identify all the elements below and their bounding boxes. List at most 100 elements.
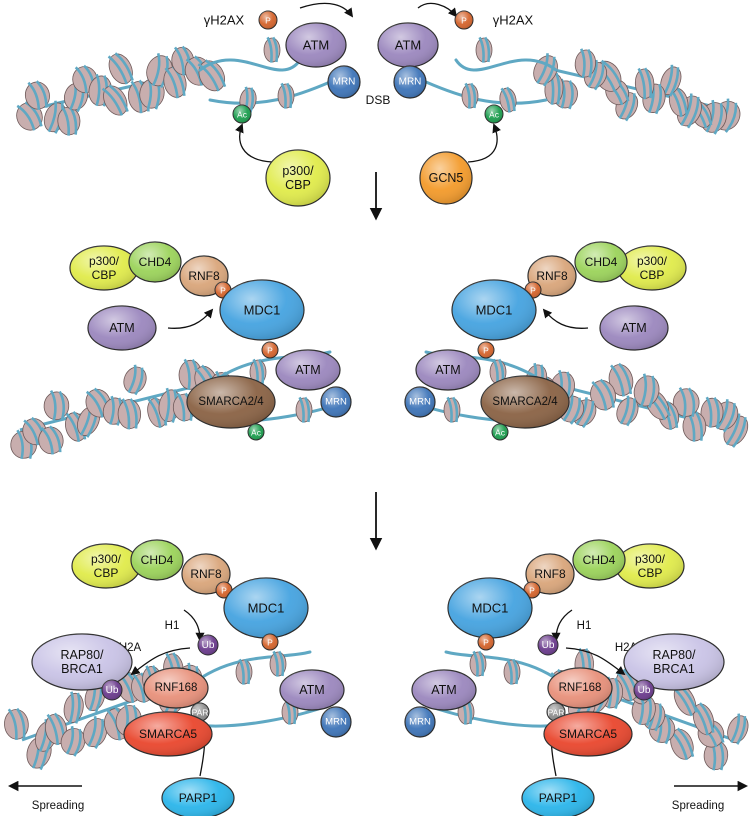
mrn-p2-right: MRN <box>404 386 436 418</box>
fiber-p1-left-nucleosome-dna-wrap <box>164 67 179 99</box>
fiber-p3-right-nucleosome <box>669 727 695 761</box>
fiber-p3-left-nucleosome-dna-wrap <box>87 715 97 747</box>
fiber-p2-right-nucleosome-dna-wrap <box>722 403 736 433</box>
fiber-p1-right-nucleosome-dna-wrap <box>724 102 738 133</box>
fiber-p1-right-nucleosome-dna-wrap <box>680 93 693 126</box>
rnf8-p2-left-label: RNF8 <box>188 269 220 283</box>
rap80-brca1-p3-left-label-2: BRCA1 <box>61 662 103 676</box>
fiber-p2-left-nucleosome-dna-wrap <box>23 419 40 446</box>
fiber-p1-left-nucleosome-dna-wrap <box>27 81 41 110</box>
loop-p1-left <box>198 58 332 105</box>
fiber-p3-right-nucleosome-dna-wrap <box>614 677 620 709</box>
acetyl-p2-left-label: Ac <box>251 428 262 438</box>
chd4-p2-left-label: CHD4 <box>139 255 172 269</box>
fiber-p1-right-nucleosome-dna-wrap <box>624 93 636 122</box>
fiber-p2-left-nucleosome-dna-wrap <box>134 367 144 396</box>
fiber-p1-right-nucleosome-dna-wrap <box>637 67 646 100</box>
fiber-p2-left-nucleosome-dna-wrap <box>147 398 162 428</box>
chd4-p3-right: CHD4 <box>572 539 626 581</box>
fiber-p3-left-nucleosome <box>63 691 84 724</box>
fiber-p1-right-nucleosome <box>634 67 655 100</box>
smarca24-p2-left: SMARCA2/4 <box>186 375 276 429</box>
nuc-p3-l1-dna-wrap <box>238 658 245 685</box>
nuc-p2-l3-dna-wrap <box>298 396 305 423</box>
mdc1-p2-right: MDC1 <box>451 279 537 341</box>
mrn-p2-right-label: MRN <box>409 397 431 408</box>
nuc-p3-r1-dna-wrap <box>506 658 513 685</box>
ub-h1-right-label: Ub <box>542 640 555 651</box>
acetyl-p2-right: Ac <box>491 423 509 441</box>
parp1-p3-left: PARP1 <box>161 777 235 816</box>
fiber-p2-right-nucleosome <box>633 373 660 408</box>
fiber-p1-left-nucleosome-dna-wrap <box>24 101 43 127</box>
mrn-p2-left-label: MRN <box>325 397 347 408</box>
rap80-brca1-p3-right-label-1: RAP80/ <box>652 648 696 662</box>
atm-p2-free-left: ATM <box>87 305 157 351</box>
fiber-p1-right-nucleosome-dna-wrap <box>587 59 598 88</box>
rnf8-p2-right-label: RNF8 <box>536 269 568 283</box>
fiber-p2-right-nucleosome-dna-wrap <box>569 397 581 425</box>
p300-cbp-p3-right-label-1: p300/ <box>635 552 666 566</box>
p300-cbp-p3-left-label-1: p300/ <box>91 552 122 566</box>
mdc1-p2-left: MDC1 <box>219 279 305 341</box>
nuc-p1-l2-dna-wrap <box>286 82 293 109</box>
arrow-atm-to-gh2ax-left <box>299 2 354 18</box>
fiber-p1-right-nucleosome-dna-wrap <box>686 96 700 129</box>
atm-p2-right: ATM <box>415 349 481 391</box>
nuc-p3-r1-dna-wrap <box>512 658 519 685</box>
mrn-p1-left: MRN <box>327 65 361 99</box>
fiber-p3-right-nucleosome-dna-wrap <box>664 715 671 745</box>
fiber-p2-left-nucleosome <box>117 398 142 430</box>
ub-rap80-left: Ub <box>101 679 123 701</box>
smarca24-p2-right: SMARCA2/4 <box>480 375 570 429</box>
arrow-ub-h2a-right <box>565 647 626 676</box>
fiber-p2-right-nucleosome-dna-wrap <box>617 362 633 395</box>
acetyl-p1-right-label: Ac <box>489 110 500 120</box>
mdc1-p3-right-label: MDC1 <box>472 601 509 616</box>
chd4-p3-right-label: CHD4 <box>583 553 616 567</box>
fiber-p2-right-nucleosome-dna-wrap <box>581 400 595 429</box>
fiber-p3-left-nucleosome-dna-wrap <box>132 673 146 703</box>
atm-p2-left: ATM <box>275 349 341 391</box>
smarca5-p3-right-label: SMARCA5 <box>559 727 617 741</box>
fiber-p2-left-nucleosome-dna-wrap <box>129 398 138 429</box>
p300-cbp-p1-label-2: CBP <box>285 178 311 192</box>
nuc-p1-l1 <box>263 36 281 63</box>
fiber-p2-left-nucleosome <box>123 364 147 396</box>
p300-cbp-p1: p300/CBP <box>265 149 331 207</box>
fiber-p1-left-nucleosome-dna-wrap <box>35 80 48 108</box>
phospho-mdc1-p3-right-label: P <box>483 638 489 648</box>
phospho-rnf8-p2-left-label: P <box>220 286 226 296</box>
fiber-p2-right-nucleosome <box>616 395 639 427</box>
mrn-p1-left-label: MRN <box>333 77 356 88</box>
fiber-p1-left-nucleosome-dna-wrap <box>107 55 128 85</box>
mrn-p3-left: MRN <box>320 706 352 738</box>
mrn-p2-left: MRN <box>320 386 352 418</box>
fiber-p2-left-nucleosome-dna-wrap <box>176 392 186 422</box>
nuc-p2-r3-dna-wrap <box>446 396 453 423</box>
p300-cbp-p2-left-label-1: p300/ <box>89 254 120 268</box>
atm-p1-right-label: ATM <box>395 38 421 53</box>
p300-cbp-p3-right-label-2: CBP <box>638 566 663 580</box>
p300-cbp-p2-left-label-2: CBP <box>92 268 117 282</box>
nuc-p2-l3 <box>295 396 313 423</box>
fiber-p3-left-nucleosome-dna-wrap <box>105 708 122 741</box>
fiber-p1-right-nucleosome-dna-wrap <box>555 72 561 105</box>
fiber-p1-left-nucleosome-dna-wrap <box>114 52 134 81</box>
fiber-p2-right-nucleosome-dna-wrap <box>687 387 696 418</box>
fiber-p3-left-nucleosome-dna-wrap <box>94 718 105 749</box>
fiber-p2-right-nucleosome-dna-wrap <box>713 396 720 428</box>
fiber-p2-right-nucleosome-dna-wrap <box>705 396 713 428</box>
fiber-p1-right-nucleosome-dna-wrap <box>542 56 556 87</box>
fiber-p3-right-nucleosome-dna-wrap <box>730 713 741 744</box>
rnf8-p3-left-label: RNF8 <box>190 567 222 581</box>
p300-cbp-p3-left-label-2: CBP <box>94 566 119 580</box>
fiber-p3-left-nucleosome <box>83 715 108 749</box>
fiber-p1-right-nucleosome-dna-wrap <box>568 80 574 110</box>
fiber-p1-right-nucleosome-dna-wrap <box>643 67 653 99</box>
fiber-p3-left-nucleosome-dna-wrap <box>68 691 75 724</box>
nuc-p3-r2-dna-wrap <box>472 650 479 677</box>
fiber-p3-left-nucleosome <box>4 707 29 741</box>
fiber-p1-left <box>16 45 227 136</box>
fiber-p2-right-nucleosome-dna-wrap <box>626 398 636 427</box>
